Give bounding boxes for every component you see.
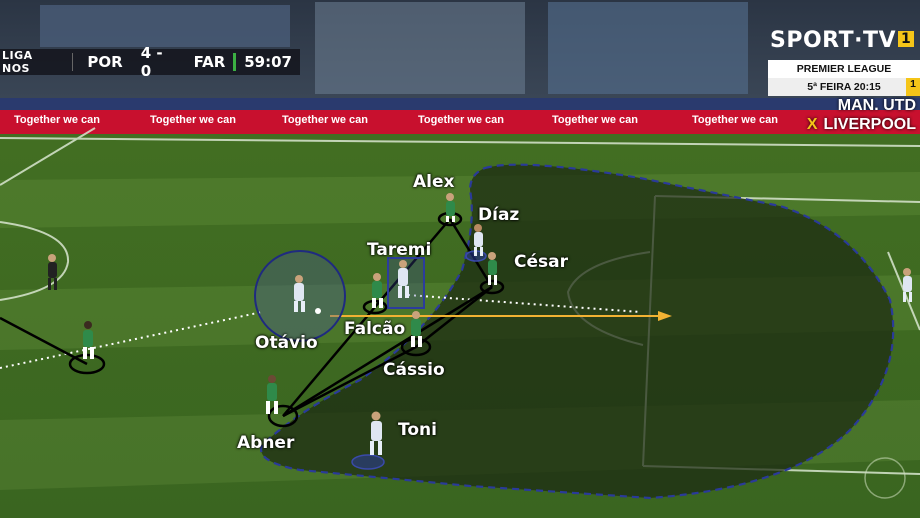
stand-banner-centre bbox=[315, 2, 525, 94]
shaded-defensive-zone bbox=[259, 163, 895, 500]
home-team: POR bbox=[87, 53, 123, 71]
ad-slogan: Together we can bbox=[14, 114, 100, 126]
player-cesar-figure bbox=[488, 252, 497, 285]
player-alex-figure bbox=[446, 193, 455, 222]
ad-slogan: Together we can bbox=[418, 114, 504, 126]
player-cassio-figure bbox=[411, 311, 422, 347]
player-label-otavio: Otávio bbox=[255, 333, 318, 353]
ad-board bbox=[0, 110, 920, 134]
player-label-falcao: Falcão bbox=[344, 319, 406, 339]
upcoming-match-promo: PREMIER LEAGUE 5ª FEIRA 20:15 1 MAN. UTD… bbox=[768, 60, 920, 134]
promo-team-b-row: X LIVERPOOL bbox=[768, 115, 920, 134]
player-label-diaz: Díaz bbox=[478, 205, 520, 225]
upper-ad-board bbox=[0, 98, 920, 110]
player-label-cassio: Cássio bbox=[383, 360, 445, 380]
ad-board-texts: Together we can Together we can Together… bbox=[0, 112, 920, 132]
match-clock: 59:07 bbox=[233, 53, 300, 71]
player-abner-figure bbox=[266, 375, 278, 414]
ad-slogan: Together we can bbox=[552, 114, 638, 126]
ad-slogan: Together we can bbox=[282, 114, 368, 126]
ad-slogan: Together we can bbox=[150, 114, 236, 126]
broadcaster-channel: 1 bbox=[898, 31, 915, 47]
promo-vs: X bbox=[806, 116, 818, 133]
score: 4 - 0 bbox=[140, 44, 163, 80]
player-diaz-figure bbox=[474, 224, 483, 256]
pass-arrow bbox=[330, 311, 672, 321]
referee-figure bbox=[48, 254, 57, 290]
promo-time: 5ª FEIRA 20:15 bbox=[807, 81, 881, 93]
player-right-figure bbox=[903, 268, 912, 302]
promo-competition: PREMIER LEAGUE bbox=[768, 60, 920, 78]
player-label-abner: Abner bbox=[237, 433, 295, 453]
promo-team-a: MAN. UTD bbox=[837, 97, 916, 114]
stand-banner-left bbox=[40, 5, 290, 47]
promo-time-bar: 5ª FEIRA 20:15 1 bbox=[768, 78, 920, 96]
ball bbox=[315, 308, 321, 314]
player-toni-figure bbox=[370, 411, 382, 455]
divider bbox=[72, 53, 74, 71]
league-logo-watermark bbox=[864, 457, 906, 499]
player-left-figure bbox=[83, 321, 94, 359]
players-away bbox=[48, 193, 497, 414]
promo-channel: 1 bbox=[906, 78, 920, 96]
player-label-toni: Toni bbox=[398, 420, 437, 440]
passing-lines bbox=[0, 294, 641, 369]
player-label-cesar: César bbox=[514, 252, 568, 272]
player-otavio-figure bbox=[294, 275, 305, 312]
players-home bbox=[294, 224, 912, 455]
scorebug: LIGA NOS POR 4 - 0 FAR 59:07 bbox=[0, 44, 300, 80]
player-taremi-figure bbox=[398, 260, 409, 298]
away-team: FAR bbox=[193, 53, 226, 71]
stand-banner-right bbox=[548, 2, 748, 94]
ad-slogan: Together we can bbox=[692, 114, 778, 126]
player-falcao-figure bbox=[372, 273, 383, 308]
league-name: LIGA NOS bbox=[2, 49, 33, 75]
broadcaster-name: SPORT·TV bbox=[770, 28, 897, 53]
promo-team-b: LIVERPOOL bbox=[823, 116, 916, 133]
player-label-alex: Alex bbox=[413, 172, 455, 192]
player-label-taremi: Taremi bbox=[367, 240, 432, 260]
